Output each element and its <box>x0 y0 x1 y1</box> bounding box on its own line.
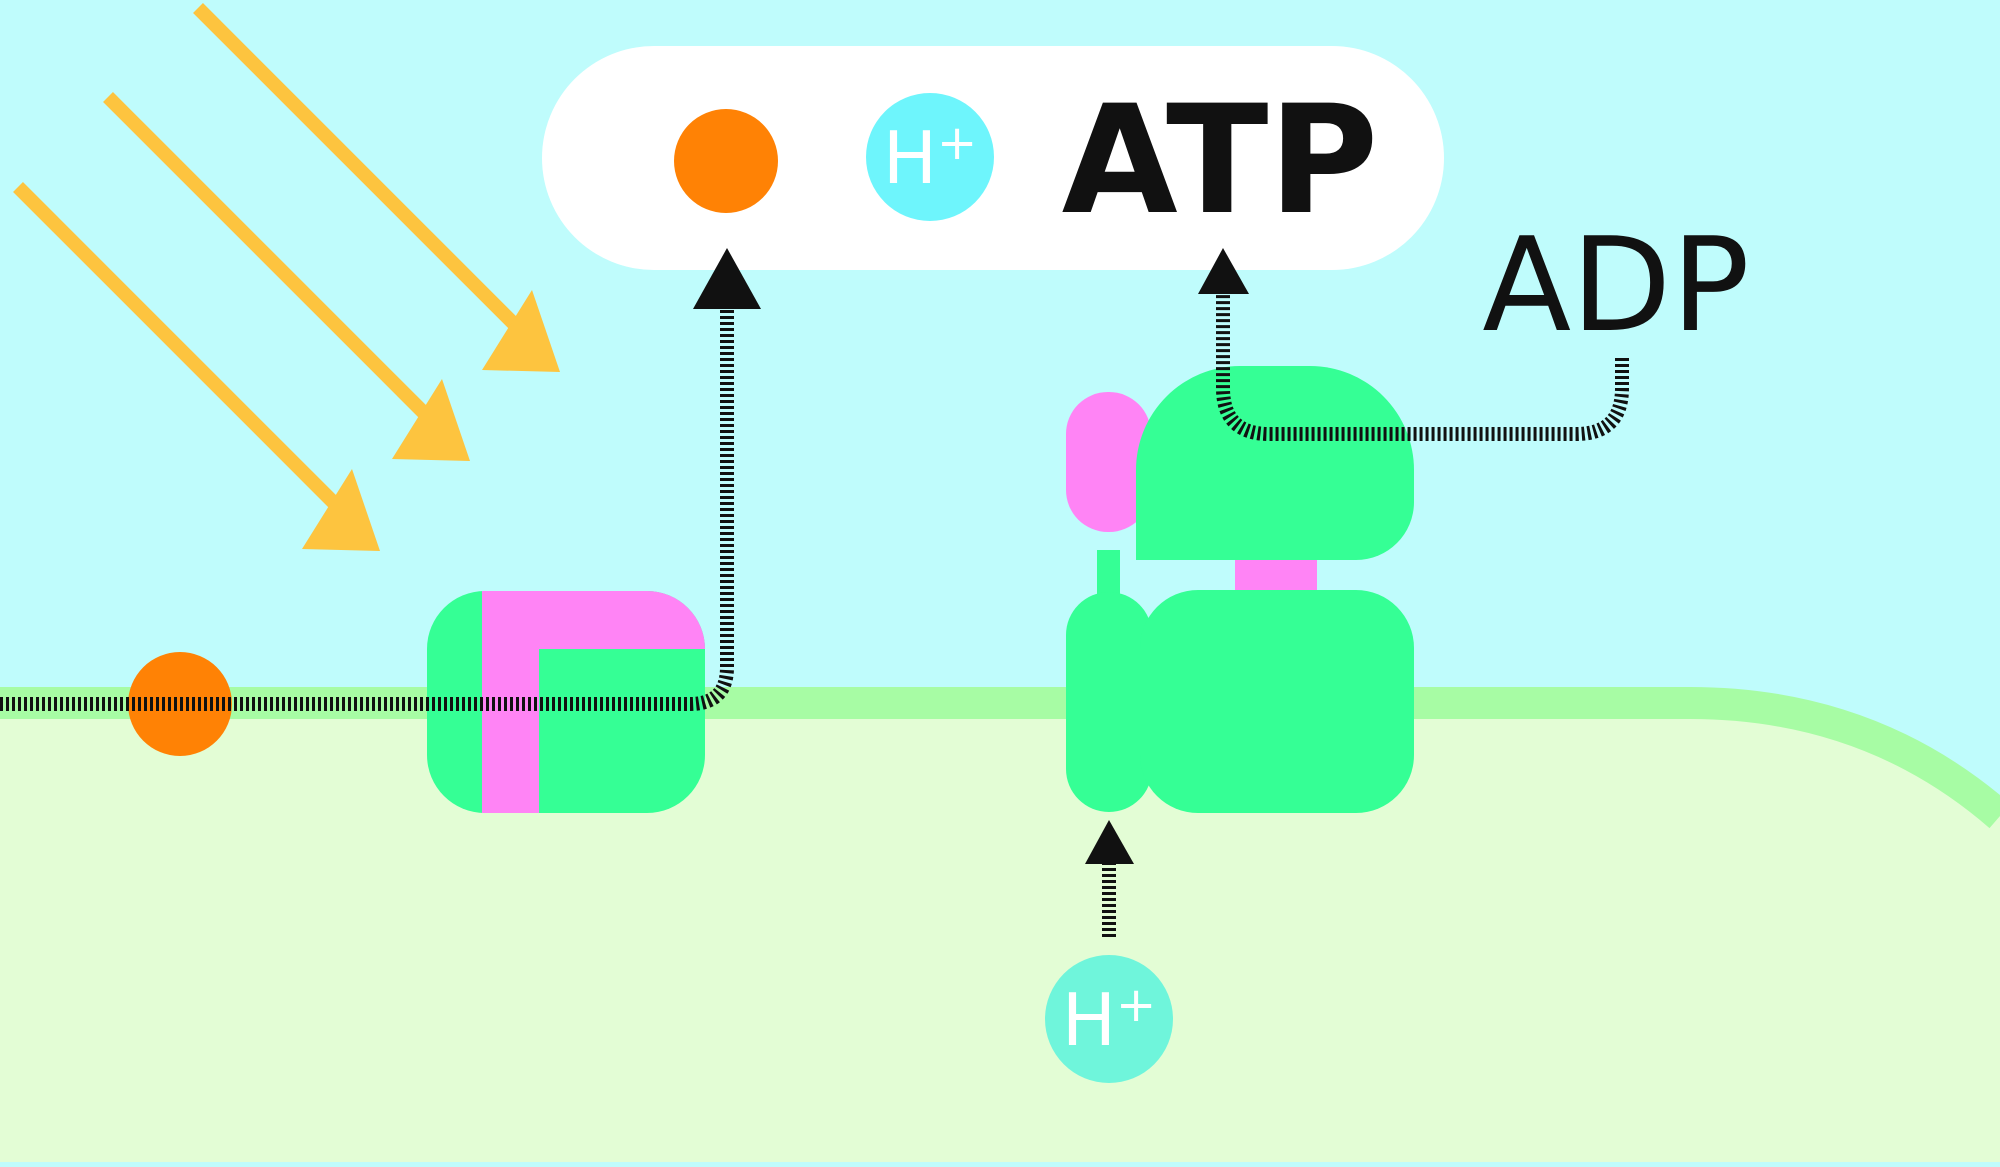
electron-path-arrowhead <box>693 248 761 309</box>
membrane <box>0 687 2000 829</box>
proton-path-arrowhead <box>1085 820 1134 864</box>
adp-to-atp-path <box>1216 292 1629 441</box>
atp-synthase <box>1066 366 1414 813</box>
electron-dot-icon <box>674 109 778 213</box>
cell-interior <box>0 703 2000 1162</box>
adp-label: ADP <box>1482 209 1749 361</box>
sunlight-ray-arrow-icon <box>193 3 560 372</box>
atp-label: ATP <box>1062 74 1379 248</box>
adp-to-atp-arrowhead <box>1198 248 1249 294</box>
proton-circle-icon <box>1045 955 1173 1083</box>
proton-label-top: H+ <box>883 115 977 200</box>
electron-path <box>0 305 734 711</box>
proton-label-bottom: H+ <box>1062 977 1156 1062</box>
proton-circle-icon <box>866 93 994 221</box>
sunlight-ray-arrow-icon <box>103 92 470 461</box>
light-rays <box>13 3 560 551</box>
sunlight-ray-arrow-icon <box>13 182 380 551</box>
